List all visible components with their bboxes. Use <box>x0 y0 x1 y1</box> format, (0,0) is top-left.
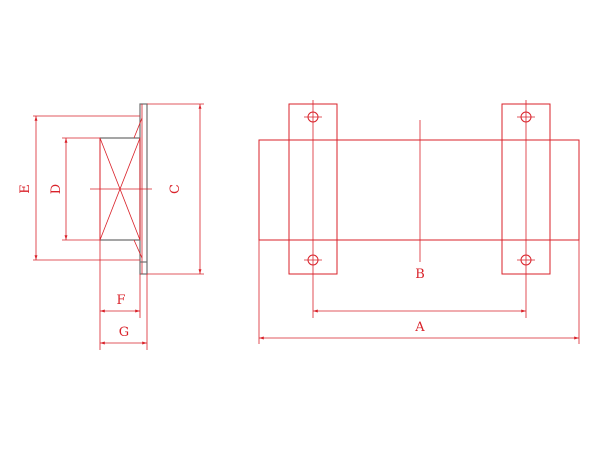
label-e: E <box>18 184 33 194</box>
label-g: G <box>119 325 129 340</box>
label-d: D <box>49 184 64 194</box>
label-b: B <box>415 267 425 282</box>
chamfer-bottom <box>133 239 143 259</box>
side-view: E D C F G <box>18 103 204 350</box>
label-c: C <box>168 184 183 194</box>
front-body <box>258 139 580 241</box>
front-view: B A <box>258 100 580 344</box>
label-a: A <box>414 320 425 335</box>
chamfer-top <box>133 117 143 139</box>
label-f: F <box>116 293 125 308</box>
